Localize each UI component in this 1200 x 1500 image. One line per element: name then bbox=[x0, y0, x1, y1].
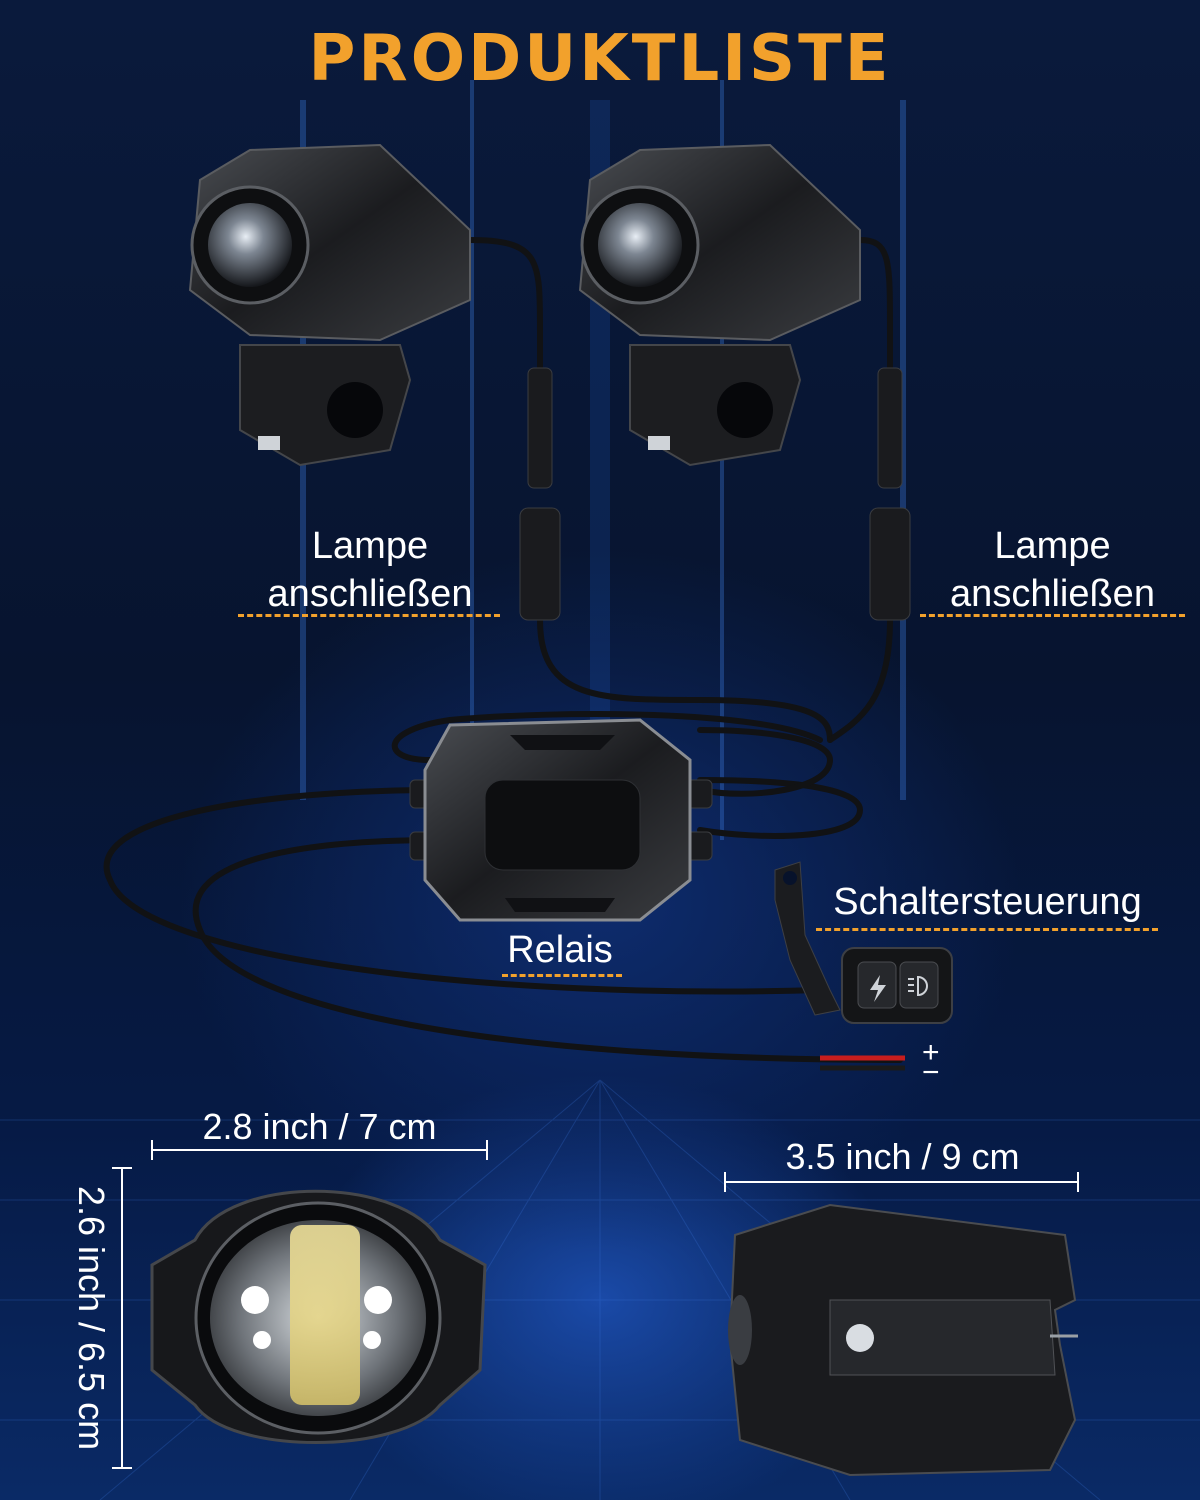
front-width-dimension: 2.8 inch / 7 cm bbox=[202, 1106, 437, 1147]
switch-control bbox=[774, 861, 953, 1024]
lamp-right-label-line2: anschließen bbox=[950, 573, 1155, 615]
polarity-minus: − bbox=[922, 1056, 940, 1089]
headlight-icon bbox=[908, 975, 928, 997]
lamp-left-label-line1: Lampe bbox=[311, 525, 429, 567]
switch-underline bbox=[816, 928, 1158, 931]
lamp-right-label: Lampe anschließen bbox=[920, 522, 1185, 618]
lamp-front-view bbox=[150, 1189, 487, 1444]
lamp-left bbox=[188, 143, 471, 467]
relay-box bbox=[423, 718, 692, 922]
lightning-icon bbox=[870, 975, 886, 1002]
lamp-right bbox=[578, 143, 861, 467]
lamp-left-underline bbox=[238, 614, 500, 617]
lamp-left-label: Lampe anschließen bbox=[240, 522, 500, 618]
front-height-dimension: 2.6 inch / 6.5 cm bbox=[71, 1185, 112, 1451]
dimension-lines bbox=[112, 1140, 1079, 1469]
lamp-right-underline bbox=[920, 614, 1185, 617]
page-title: PRODUKTLISTE bbox=[308, 22, 892, 96]
cable-harness bbox=[103, 237, 903, 1063]
lamp-side-view bbox=[728, 1203, 1078, 1477]
switch-label: Schaltersteuerung bbox=[833, 881, 1142, 923]
lamp-left-label-line2: anschließen bbox=[267, 573, 473, 615]
polarity-plus: + bbox=[922, 1036, 940, 1069]
relay-label: Relais bbox=[507, 929, 613, 971]
side-length-dimension: 3.5 inch / 9 cm bbox=[785, 1136, 1020, 1177]
lamp-right-label-line1: Lampe bbox=[994, 525, 1111, 567]
relay-underline bbox=[502, 974, 622, 977]
